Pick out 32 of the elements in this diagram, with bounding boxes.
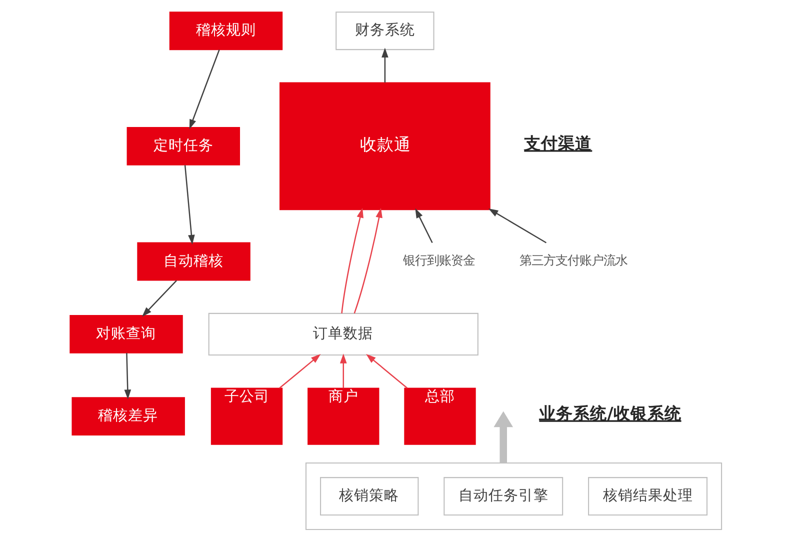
label: 业务系统/收银系统 bbox=[539, 404, 682, 424]
arrow bbox=[189, 50, 220, 130]
node-box: 收款通 bbox=[280, 82, 490, 210]
arrow bbox=[142, 280, 177, 317]
node-box: 定时任务 bbox=[126, 126, 240, 166]
node-box: 自动稽核 bbox=[137, 242, 250, 281]
node-box: 商户 bbox=[308, 388, 380, 445]
arrow bbox=[279, 354, 321, 389]
node-text: 第三方支付账户流水 bbox=[519, 252, 628, 268]
arrow bbox=[494, 411, 514, 464]
arrow bbox=[366, 354, 408, 389]
arrow bbox=[340, 354, 347, 388]
node-box: 总部 bbox=[404, 388, 476, 445]
cluster bbox=[305, 462, 722, 530]
arrow bbox=[415, 208, 433, 244]
node-box: 稽核差异 bbox=[72, 397, 185, 436]
node-box: 订单数据 bbox=[208, 312, 478, 356]
node-box: 子公司 bbox=[210, 388, 283, 445]
arrow bbox=[354, 208, 382, 314]
node-box: 自动任务引擎 bbox=[444, 477, 564, 516]
arrow bbox=[341, 208, 364, 314]
node-text: 银行到账资金 bbox=[403, 252, 476, 268]
node-box: 对账查询 bbox=[70, 315, 183, 354]
label: 支付渠道 bbox=[524, 134, 592, 154]
arrow bbox=[488, 208, 547, 244]
node-box: 财务系统 bbox=[336, 12, 434, 50]
node-box: 核销策略 bbox=[320, 477, 419, 516]
node-box: 核销结果处理 bbox=[588, 477, 708, 516]
arrow bbox=[382, 48, 388, 83]
node-box: 稽核规则 bbox=[169, 12, 283, 50]
arrow bbox=[124, 352, 132, 400]
arrow bbox=[184, 165, 195, 245]
